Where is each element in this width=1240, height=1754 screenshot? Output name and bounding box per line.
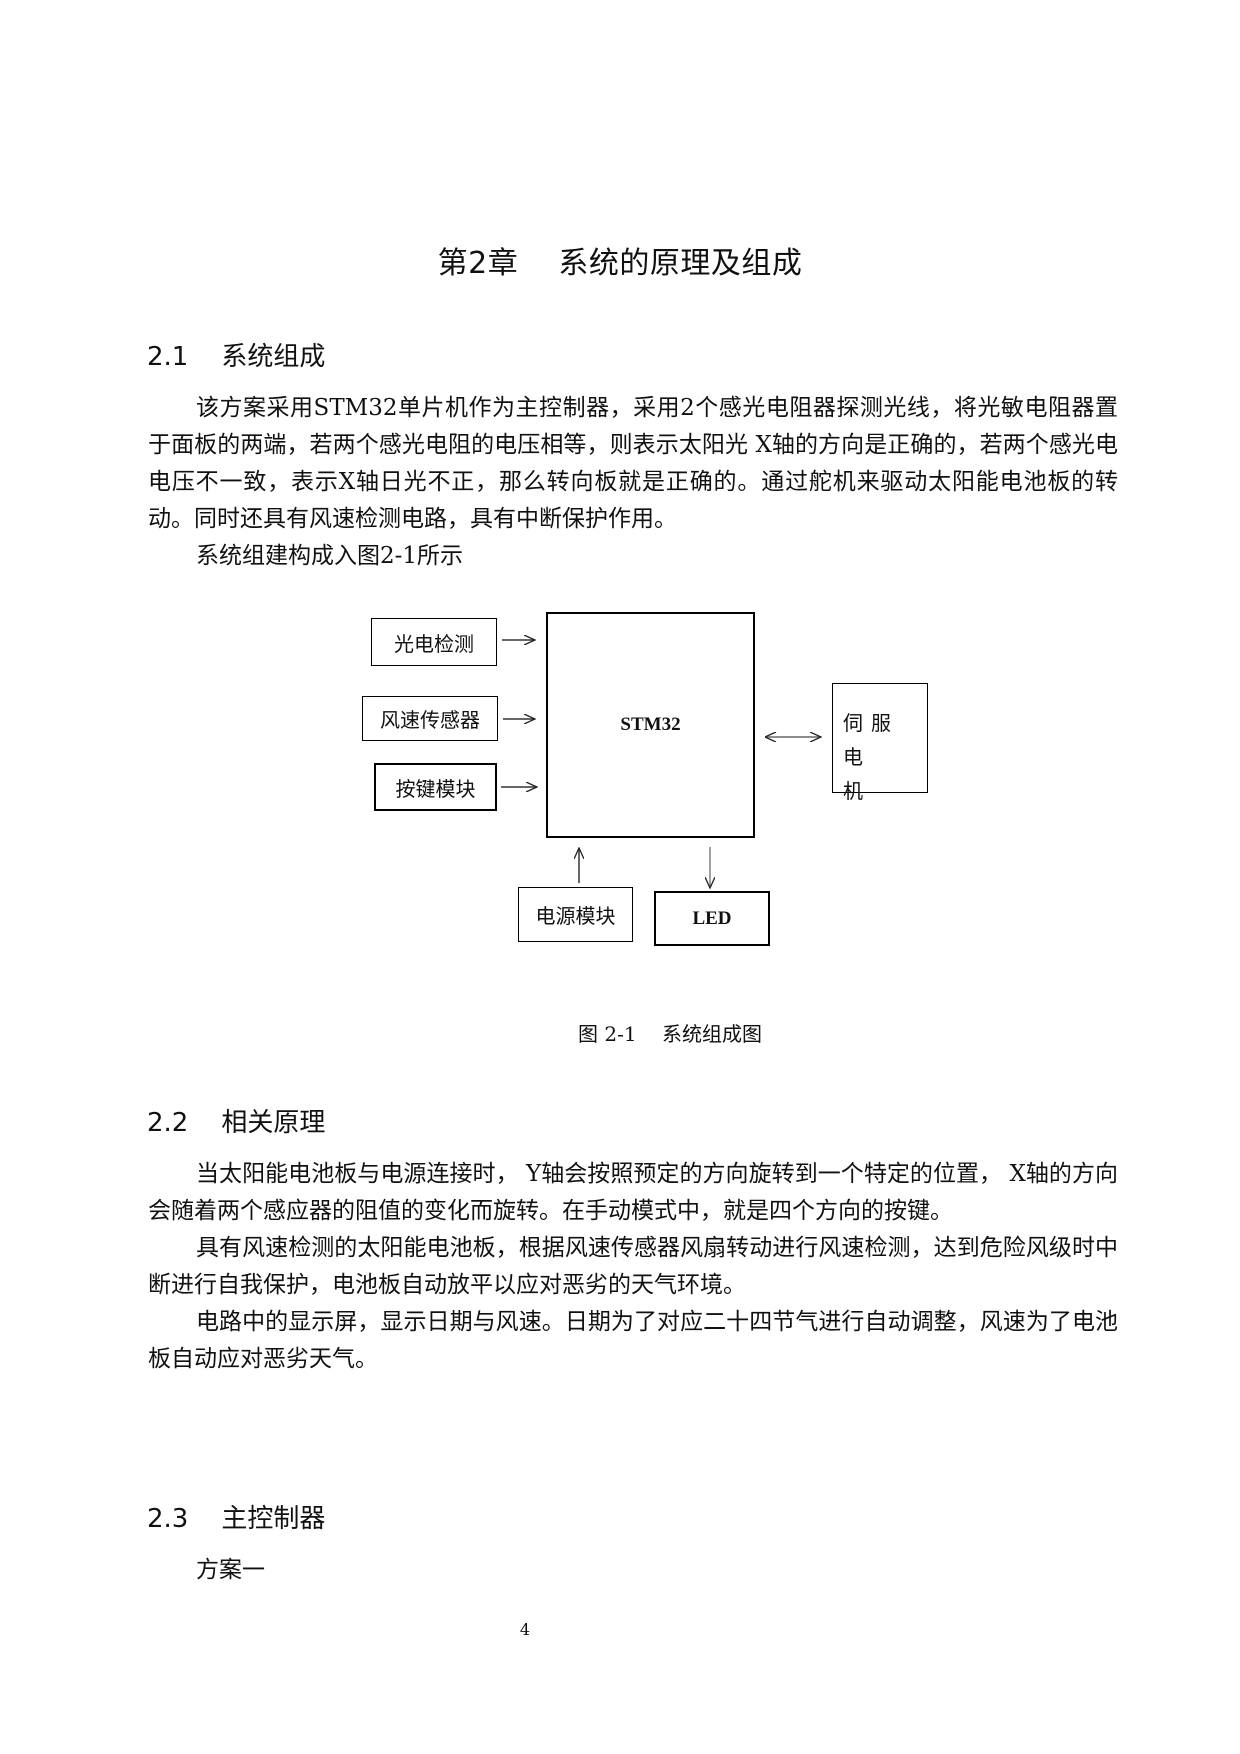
node-power-module: 电源模块 <box>518 887 633 942</box>
node-key-module: 按键模块 <box>374 763 497 811</box>
node-servo-motor: 伺服电 机 <box>832 683 928 803</box>
section-2-1-body: 该方案采用STM32单片机作为主控制器，采用2个感光电阻器探测光线，将光敏电阻器… <box>148 390 1118 575</box>
node-wind-sensor: 风速传感器 <box>362 696 498 741</box>
section-heading-2-1: 2.1 系统组成 <box>147 342 326 372</box>
figure-caption: 图 2-1 系统组成图 <box>578 1022 762 1046</box>
node-label: 伺服电 <box>843 711 899 769</box>
paragraph: 该方案采用STM32单片机作为主控制器，采用2个感光电阻器探测光线，将光敏电阻器… <box>148 395 1118 532</box>
node-mcu-stm32: STM32 <box>546 612 755 838</box>
section-2-2-body: 当太阳能电池板与电源连接时， Y轴会按照预定的方向旋转到一个特定的位置， X轴的… <box>148 1156 1118 1378</box>
node-led: LED <box>654 891 770 946</box>
page-number: 4 <box>519 1620 531 1639</box>
node-photo-detect: 光电检测 <box>371 618 497 666</box>
paragraph: 方案一 <box>196 1557 265 1583</box>
paragraph: 电路中的显示屏，显示日期与风速。日期为了对应二十四节气进行自动调整，风速为了电池… <box>148 1309 1118 1372</box>
node-label: 按键模块 <box>395 776 476 801</box>
node-label: 电源模块 <box>535 904 616 928</box>
chapter-title: 第2章 系统的原理及组成 <box>437 246 803 281</box>
paragraph: 系统组建构成入图2-1所示 <box>196 543 464 569</box>
paragraph: 当太阳能电池板与电源连接时， Y轴会按照预定的方向旋转到一个特定的位置， X轴的… <box>148 1161 1118 1224</box>
node-label: 风速传感器 <box>380 708 480 732</box>
paragraph: 具有风速检测的太阳能电池板，根据风速传感器风扇转动进行风速检测，达到危险风级时中… <box>148 1235 1118 1298</box>
node-label: LED <box>692 907 732 929</box>
node-label: 机 <box>843 779 871 803</box>
section-heading-2-3: 2.3 主控制器 <box>147 1504 326 1534</box>
section-2-3-body: 方案一 <box>148 1552 1118 1589</box>
node-label: STM32 <box>620 714 681 735</box>
node-label: 光电检测 <box>394 631 474 656</box>
section-heading-2-2: 2.2 相关原理 <box>147 1108 326 1138</box>
